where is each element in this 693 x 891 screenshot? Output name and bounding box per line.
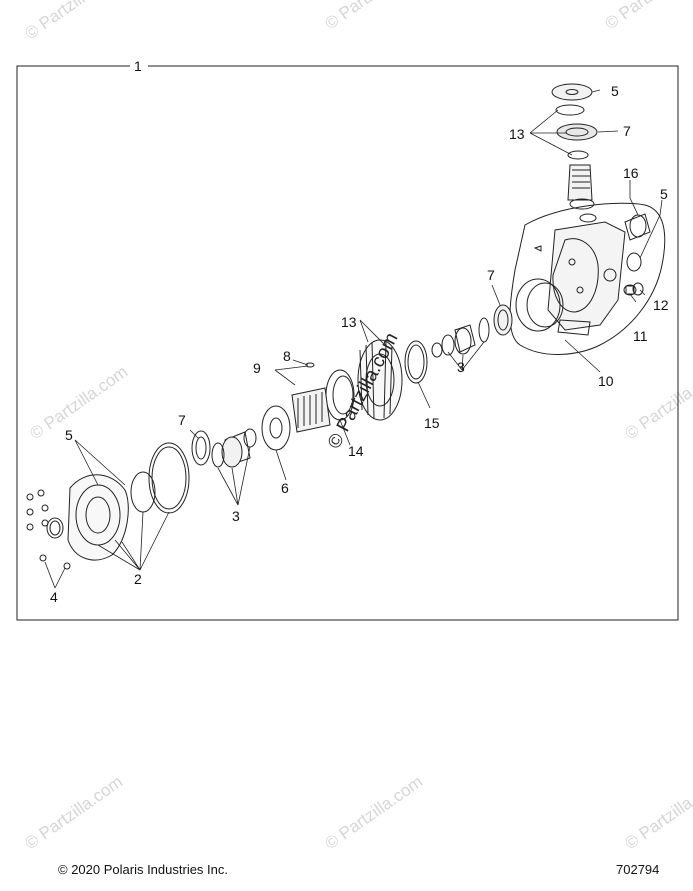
watermark: © Partzilla.com (321, 772, 426, 853)
callout-3: 3 (232, 508, 240, 524)
callout-15: 15 (424, 415, 440, 431)
callout-8: 8 (283, 348, 291, 364)
side-fittings (623, 213, 651, 296)
pinion-stack (551, 83, 598, 223)
watermark: © Partzilla.com (601, 0, 693, 33)
callout-16: 16 (623, 165, 639, 181)
assembly-frame (16, 65, 679, 621)
watermark: © Partzilla.com (621, 772, 693, 853)
callout-5: 5 (660, 186, 668, 202)
leader-lines (44, 89, 663, 589)
callout-2: 2 (134, 571, 142, 587)
callout-13: 13 (341, 314, 357, 330)
copyright-notice: © 2020 Polaris Industries Inc. (58, 862, 228, 877)
callout-10: 10 (598, 373, 614, 389)
callout-13: 13 (509, 126, 525, 142)
watermark: © Partzilla.com (21, 772, 126, 853)
callout-14: 14 (348, 443, 364, 459)
callout-11: 11 (633, 328, 648, 344)
callout-5: 5 (65, 427, 73, 443)
callout-7: 7 (487, 267, 495, 283)
watermark: © Partzilla.com (21, 0, 126, 43)
drawing-number: 702794 (616, 862, 660, 877)
main-housing (509, 202, 666, 355)
callout-7: 7 (178, 412, 186, 428)
left-cover-group (26, 442, 190, 570)
callout-7: 7 (623, 123, 631, 139)
watermark: © Partzilla.com (321, 0, 426, 33)
callout-5: 5 (611, 83, 619, 99)
watermark: © Partzilla.com (26, 362, 131, 443)
watermark: © Partzilla.com (621, 362, 693, 443)
callouts: 5 13 7 16 5 12 11 10 7 3 15 13 14 8 9 6 … (50, 83, 669, 605)
callout-1: 1 (134, 58, 142, 74)
right-bearing-group (431, 304, 513, 358)
left-bearing-group (191, 428, 257, 468)
callout-3: 3 (457, 359, 465, 375)
differential-core (261, 339, 428, 451)
callout-4: 4 (50, 589, 58, 605)
callout-12: 12 (653, 297, 669, 313)
callout-9: 9 (253, 360, 261, 376)
callout-6: 6 (281, 480, 289, 496)
